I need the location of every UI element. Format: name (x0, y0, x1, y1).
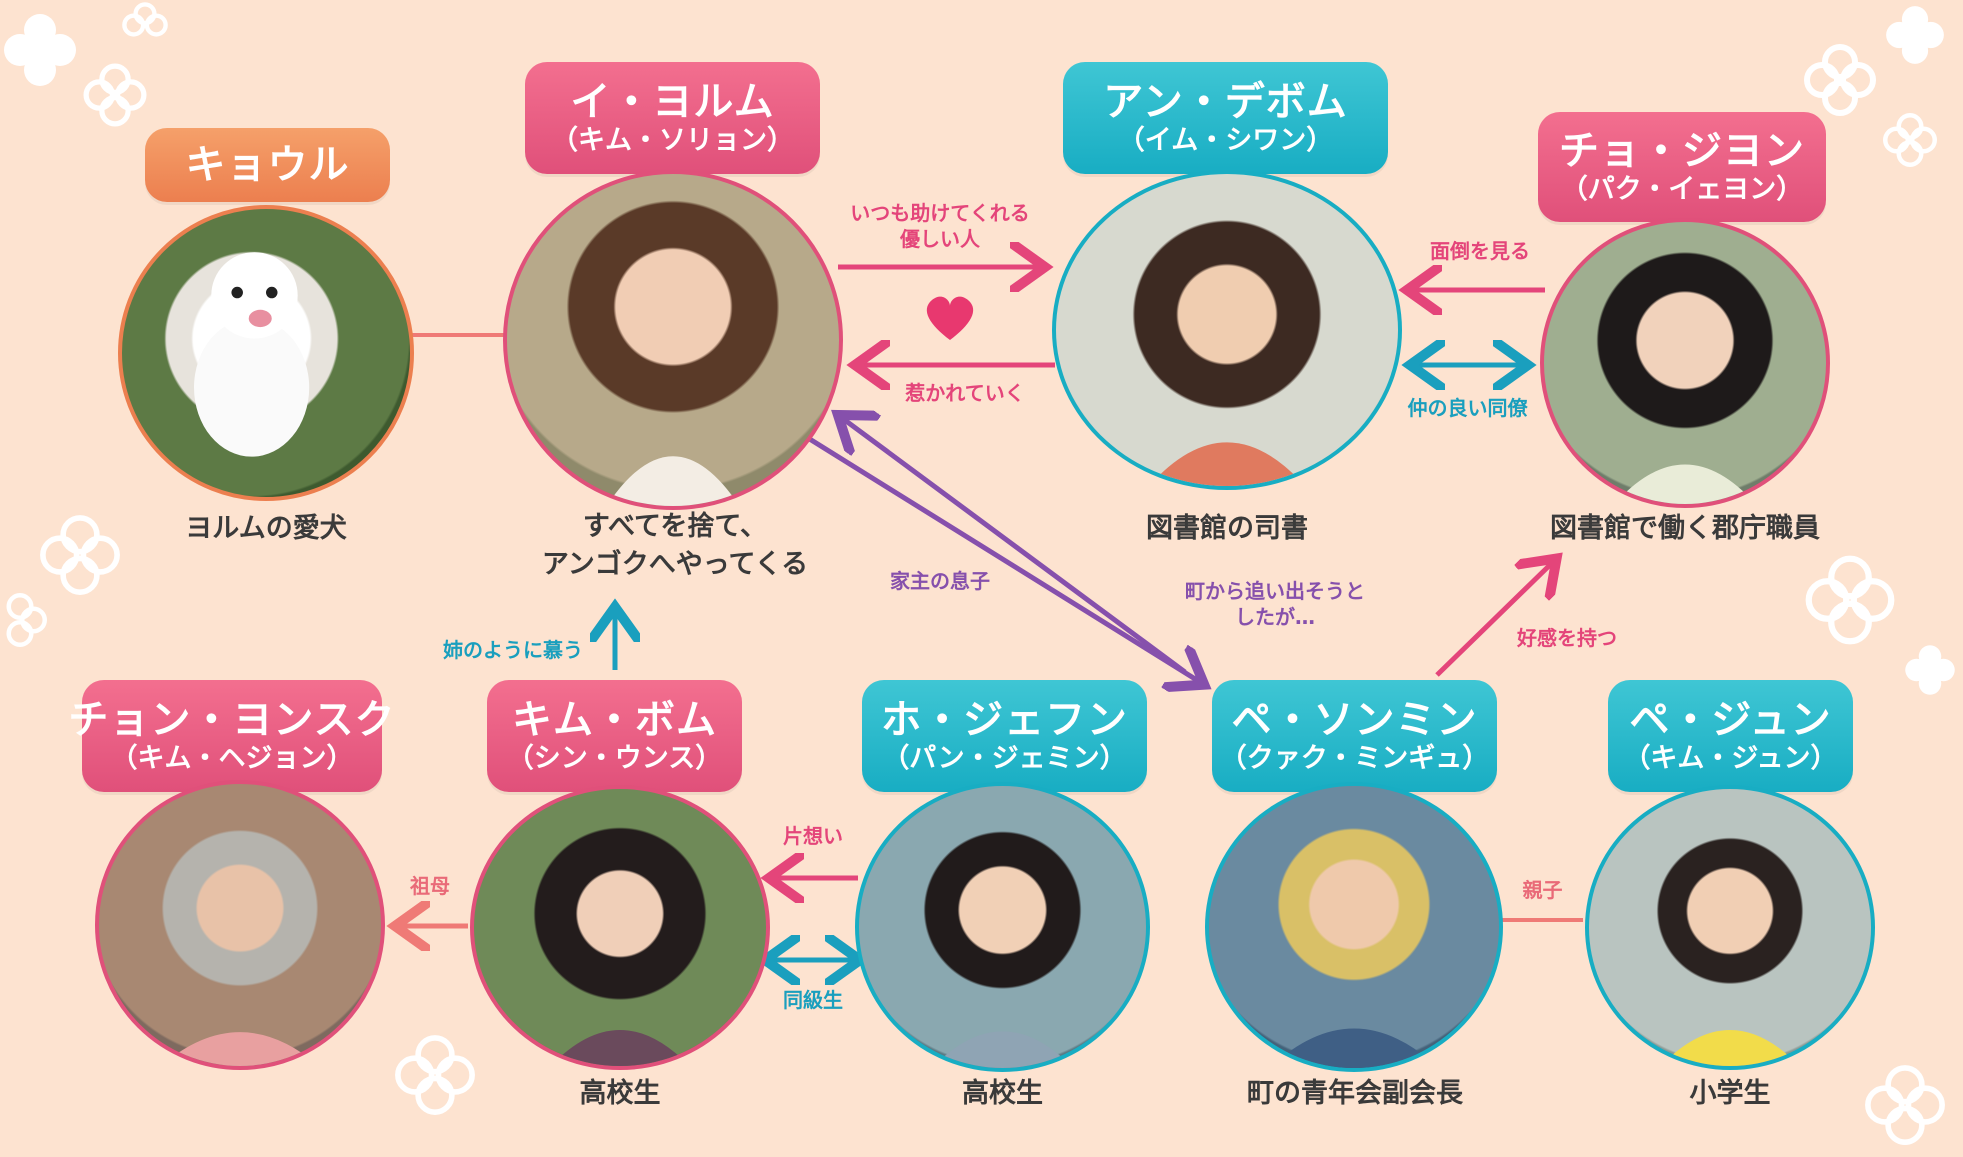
desc-bom: 高校生 (579, 1078, 661, 1109)
flower-decoration (1805, 555, 1895, 645)
desc-jihyeon: 図書館で働く郡庁職員 (1550, 513, 1820, 544)
flower-decoration (1883, 113, 1937, 167)
name-bom: キム・ボム (512, 697, 717, 743)
relation-label-daebum-to-yeoreum: 惹かれていく (905, 381, 1025, 405)
girl-photo-icon (550, 1029, 690, 1066)
relation-label-bom-to-yeoreum: 姉のように慕う (443, 638, 583, 662)
name-tag-daebum: アン・デボム （イム・シワン） (1063, 62, 1388, 174)
portrait-sungmin (1205, 782, 1503, 1072)
heart-icon (926, 296, 974, 340)
name-tag-kyoul: キョウル (145, 128, 390, 202)
desc-yeoreum-line1: すべてを捨て、 (582, 511, 768, 542)
relation-label-sungmin-jun: 親子 (1522, 878, 1563, 902)
name-tag-yeongsuk: チョン・ヨンスク （キム・ヘジョン） (68, 680, 395, 792)
name-yeoreum: イ・ヨルム (570, 79, 775, 125)
relation-label-jaehwan-to-bom: 片想い (783, 824, 843, 848)
name-daebum: アン・デボム (1103, 79, 1348, 125)
portrait-daebum (1052, 170, 1402, 490)
relation-label-jihyeon-to-daebum: 面倒を見る (1430, 239, 1530, 263)
portrait-yeongsuk (95, 780, 385, 1070)
portrait-jun (1585, 785, 1875, 1070)
name-kyoul: キョウル (185, 142, 350, 188)
name-tag-sungmin: ペ・ソンミン （クァク・ミンギュ） (1212, 680, 1497, 792)
relation-text: いつも助けてくれる (850, 201, 1030, 225)
portrait-yeoreum (503, 170, 843, 510)
name-sungmin: ペ・ソンミン (1231, 697, 1478, 743)
actor-jun: （キム・ジュン） (1623, 743, 1838, 774)
flower-decoration (40, 515, 120, 595)
flower-decoration (6, 593, 47, 647)
relation-label-bom-to-yeongsuk: 祖母 (410, 874, 450, 898)
actor-daebum: （イム・シワン） (1117, 125, 1334, 156)
flower-decoration (1804, 44, 1876, 116)
actor-jihyeon: （パク・イェヨン） (1560, 174, 1804, 205)
grandmother-photo-icon (161, 1032, 319, 1066)
name-tag-yeoreum: イ・ヨルム （キム・ソリョン） (525, 62, 820, 174)
dog-photo-icon (194, 252, 310, 457)
name-jun: ペ・ジュン (1629, 697, 1832, 743)
actor-bom: （シン・ウンス） (506, 743, 723, 774)
flower-decoration (4, 14, 76, 86)
actor-yeongsuk: （キム・ヘジョン） (110, 743, 354, 774)
flower-decoration (1886, 6, 1944, 64)
portrait-kyoul (118, 205, 414, 501)
desc-jaehwan: 高校生 (962, 1078, 1043, 1109)
actor-yeoreum: （キム・ソリョン） (551, 125, 794, 156)
name-tag-bom: キム・ボム （シン・ウンス） (487, 680, 742, 792)
name-tag-jaehwan: ホ・ジェフン （パン・ジェミン） (862, 680, 1147, 792)
name-tag-jun: ペ・ジュン （キム・ジュン） (1608, 680, 1853, 792)
arrow-sungmin-to-yeoreum (842, 418, 1187, 675)
woman-photo-icon (606, 456, 740, 506)
name-jihyeon: チョ・ジヨン (1559, 128, 1805, 174)
desc-sungmin: 町の青年会副会長 (1247, 1078, 1463, 1109)
child-photo-icon (1660, 1029, 1800, 1066)
desc-kyoul: ヨルムの愛犬 (185, 513, 347, 544)
name-jaehwan: ホ・ジェフン (881, 697, 1128, 743)
boy-photo-icon (932, 1031, 1073, 1068)
desc-daebum: 図書館の司書 (1146, 513, 1308, 544)
relation-label-daebum-jihyeon: 仲の良い同僚 (1407, 396, 1528, 420)
relation-label-jaehwan-bom: 同級生 (783, 988, 843, 1012)
flower-decoration (395, 1035, 475, 1115)
relation-label-sungmin-to-yeoreum: 家主の息子 (890, 569, 990, 593)
arrow-yeoreum-to-sungmin (806, 435, 1200, 682)
name-tag-jihyeon: チョ・ジヨン （パク・イェヨン） (1538, 112, 1826, 222)
name-yeongsuk: チョン・ヨンスク (68, 697, 396, 743)
actor-sungmin: （クァク・ミンギュ） (1219, 743, 1490, 774)
relation-text: 優しい人 (900, 227, 980, 251)
man-photo-icon (1149, 442, 1305, 486)
flower-decoration (1865, 1065, 1945, 1145)
man-photo-icon (1269, 1028, 1439, 1068)
desc-yeoreum: すべてを捨て、 アンゴクへやってくる (480, 508, 870, 584)
arrow-sungmin-to-jihyeon (1435, 562, 1553, 677)
relation-text: 町から追い出そうと (1185, 579, 1365, 603)
actor-jaehwan: （パン・ジェミン） (882, 743, 1127, 774)
relation-label-yeoreum-to-daebum: いつも助けてくれる 優しい人 (835, 200, 1045, 252)
portrait-jaehwan (855, 782, 1150, 1072)
relation-label-sungmin-to-jihyeon: 好感を持つ (1517, 626, 1617, 650)
flower-decoration (83, 63, 147, 127)
flower-decoration (1905, 645, 1955, 695)
portrait-bom (470, 785, 770, 1070)
woman-photo-icon (1614, 464, 1756, 504)
relation-text: したが… (1235, 605, 1315, 629)
flower-decoration (122, 2, 168, 37)
relation-label-yeoreum-to-sungmin: 町から追い出そうと したが… (1165, 578, 1385, 630)
portrait-jihyeon (1540, 218, 1830, 508)
desc-jun: 小学生 (1689, 1078, 1771, 1109)
desc-yeoreum-line2: アンゴクへやってくる (541, 549, 809, 580)
